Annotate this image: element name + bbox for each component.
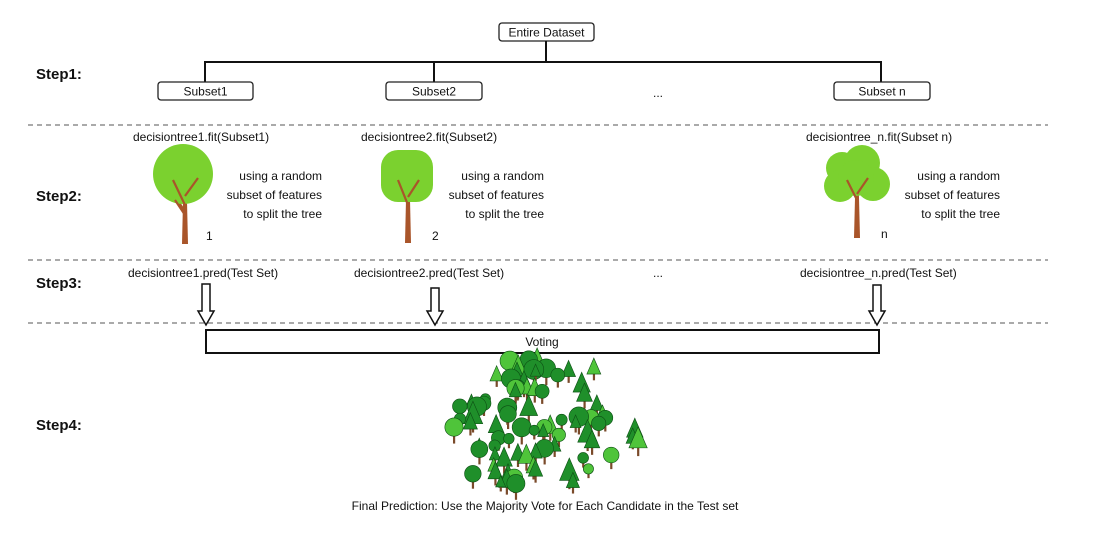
feature-note-n-line3: to split the tree: [921, 207, 1000, 221]
subset-label-1: Subset1: [183, 85, 227, 99]
voting-label: Voting: [525, 335, 558, 349]
subset-node-n: Subset n: [833, 81, 931, 101]
feature-note-2: using a random subset of features to spl…: [449, 169, 545, 221]
pred-call-1: decisiontree1.pred(Test Set): [128, 266, 278, 280]
subset-node-1: Subset1: [157, 81, 254, 101]
feature-note-2-line1: using a random: [461, 169, 544, 183]
subset-node-2: Subset2: [385, 81, 483, 101]
tree-index-1: 1: [206, 229, 213, 243]
feature-note-1-line3: to split the tree: [243, 207, 322, 221]
feature-note-n-line1: using a random: [917, 169, 1000, 183]
forest-illustration-icon: [444, 347, 648, 500]
feature-note-n-line2: subset of features: [905, 188, 1000, 202]
tree-1-icon: [153, 144, 213, 244]
down-arrow-n-icon: [867, 284, 887, 327]
pred-call-2: decisiontree2.pred(Test Set): [354, 266, 504, 280]
fit-call-2: decisiontree2.fit(Subset2): [361, 130, 497, 144]
subset-ellipsis: ...: [653, 86, 663, 100]
final-prediction-caption: Final Prediction: Use the Majority Vote …: [352, 499, 739, 513]
voting-box: Voting: [205, 329, 880, 354]
feature-note-2-line2: subset of features: [449, 188, 544, 202]
subset-label-n: Subset n: [858, 85, 905, 99]
pred-call-n: decisiontree_n.pred(Test Set): [800, 266, 957, 280]
step2-label: Step2:: [36, 188, 82, 205]
fit-call-n: decisiontree_n.fit(Subset n): [806, 130, 952, 144]
step1-label: Step1:: [36, 66, 82, 83]
down-arrow-1-icon: [196, 283, 216, 327]
tree-index-n: n: [881, 227, 888, 241]
down-arrow-2-icon: [425, 287, 445, 327]
feature-note-1-line2: subset of features: [227, 188, 322, 202]
feature-note-n: using a random subset of features to spl…: [905, 169, 1001, 221]
subset-label-2: Subset2: [412, 85, 456, 99]
feature-note-1: using a random subset of features to spl…: [227, 169, 323, 221]
step3-label: Step3:: [36, 275, 82, 292]
dataset-root-node: Entire Dataset: [498, 22, 595, 42]
split-connector: [204, 41, 882, 82]
fit-call-1: decisiontree1.fit(Subset1): [133, 130, 269, 144]
feature-note-2-line3: to split the tree: [465, 207, 544, 221]
tree-index-2: 2: [432, 229, 439, 243]
dataset-root-label: Entire Dataset: [508, 26, 585, 40]
pred-ellipsis: ...: [653, 266, 663, 280]
feature-note-1-line1: using a random: [239, 169, 322, 183]
tree-2-icon: [381, 150, 433, 243]
tree-n-icon: [824, 145, 890, 238]
step4-label: Step4:: [36, 417, 82, 434]
